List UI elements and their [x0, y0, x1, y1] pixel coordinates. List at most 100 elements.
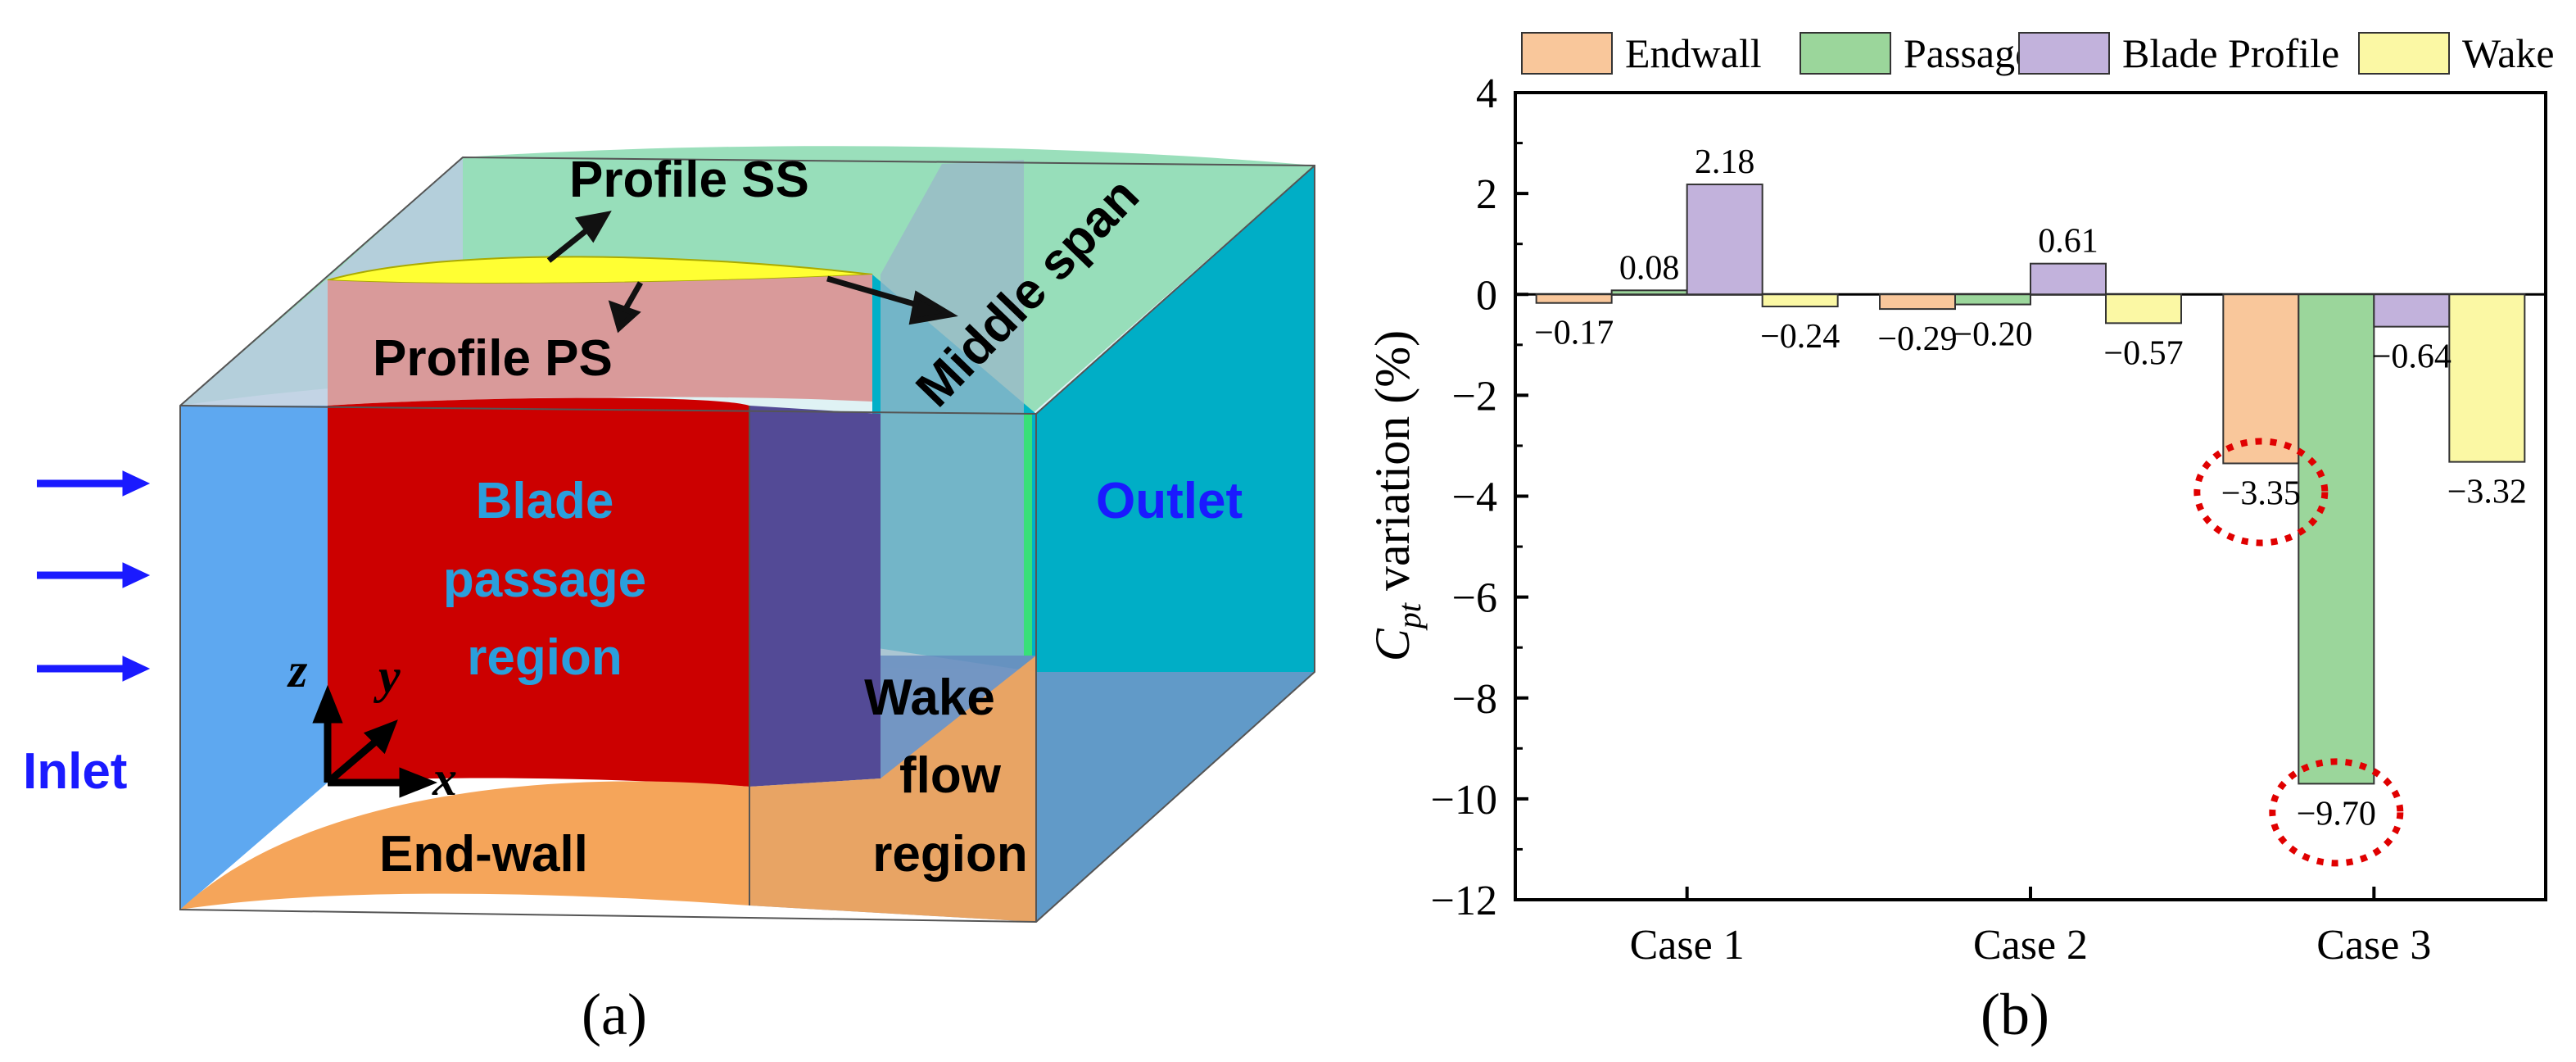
x-axis-label: x	[432, 751, 457, 806]
highlight-circle	[2269, 758, 2404, 867]
coordinate-axes	[312, 684, 438, 798]
x-tick-label: Case 3	[2316, 922, 2431, 969]
y-tick-label: 0	[1476, 272, 1497, 319]
inlet-arrow-head	[122, 656, 151, 682]
y-tick-label: 2	[1476, 171, 1497, 218]
bar-endwall	[1879, 293, 1956, 311]
data-label: 2.18	[1695, 143, 1755, 181]
y-axis-head	[363, 719, 398, 755]
wake-strip	[749, 406, 881, 787]
pointer-arrows	[546, 211, 958, 334]
blade-passage-label: Blade passage region	[443, 473, 646, 686]
y-tick-label: −4	[1452, 474, 1497, 521]
legend-swatch	[2358, 32, 2450, 75]
x-tick-label: Case 2	[1973, 922, 2088, 969]
y-axis-label-subscript: pt	[1391, 602, 1428, 631]
data-label: −3.32	[2447, 474, 2527, 511]
wake-region-label-line: flow	[899, 747, 1002, 804]
wake-endwall-face	[749, 656, 1036, 922]
wake-region-label-line: region	[872, 826, 1027, 883]
profile-ps-face	[328, 275, 872, 406]
profile-ss-pointer-head	[574, 211, 612, 243]
end-wall-label: End-wall	[379, 826, 588, 883]
profile-ps-pointer	[621, 281, 644, 313]
profile-ps-pointer-head	[608, 300, 641, 334]
data-label: −9.70	[2297, 795, 2376, 833]
highlight-circle	[2193, 438, 2329, 547]
y-tick-label: −6	[1452, 575, 1497, 622]
chart-highlight-circles	[2193, 438, 2404, 867]
legend-label: Blade Profile	[2122, 30, 2339, 76]
bar-blade-profile	[2030, 262, 2107, 296]
blade-passage-label-line: passage	[443, 551, 646, 608]
x-tick-label: Case 1	[1630, 922, 1745, 969]
bar-passage	[1610, 289, 1688, 296]
bar-passage	[1954, 293, 2031, 306]
legend-label: Wake	[2462, 30, 2555, 76]
profile-ps-label: Profile PS	[373, 330, 613, 387]
z-axis-label: z	[287, 643, 308, 697]
legend-swatch	[1521, 32, 1613, 75]
data-label: −0.57	[2103, 334, 2183, 372]
legend-label: Passage	[1904, 30, 2033, 76]
chart-legend: Endwall Passage Blade Profile Wake	[1521, 30, 2555, 76]
legend-swatch	[1800, 32, 1891, 75]
legend-swatch	[2018, 32, 2110, 75]
data-label: −0.17	[1534, 315, 1614, 352]
bar-blade-profile	[2373, 293, 2451, 328]
inlet-label: Inlet	[23, 743, 127, 800]
y-tick-label: −12	[1431, 878, 1497, 924]
inlet-arrow-head	[122, 470, 151, 497]
y-tick-label: −10	[1431, 777, 1497, 824]
bar-endwall	[1535, 293, 1613, 304]
bar-wake	[2448, 293, 2526, 463]
blade-passage-label-line: region	[467, 629, 622, 686]
blade-passage-label-line: Blade	[476, 473, 614, 529]
bar-blade-profile	[1686, 184, 1763, 296]
blade-passage-face	[328, 397, 749, 787]
chart-data-labels: −0.170.08 2.18 −0.24 −0.29−0.20 0.61 −0.57 −3.…	[1534, 143, 2527, 833]
y-axis-label-symbol: C	[1365, 628, 1419, 661]
bar-endwall	[2222, 293, 2300, 465]
data-label: 0.61	[2038, 223, 2098, 261]
inlet-arrow-head	[122, 562, 151, 588]
inlet-arrows	[37, 470, 151, 682]
data-label: −0.29	[1877, 320, 1957, 358]
chart-bars	[1535, 184, 2526, 785]
inlet-face	[180, 406, 328, 910]
middle-span-plane	[881, 160, 1024, 656]
endwall-face	[180, 781, 749, 910]
data-label: −0.24	[1760, 318, 1840, 356]
wake-region-label: Wake flow region	[864, 669, 1028, 883]
y-axis-line	[325, 736, 381, 786]
z-axis-head	[312, 684, 343, 724]
x-axis-head	[399, 767, 438, 798]
y-tick-label: −2	[1452, 373, 1497, 420]
y-axis-label: Cpt variation (%)	[1365, 330, 1428, 661]
data-label: −3.35	[2221, 474, 2301, 512]
panel-a-caption: (a)	[582, 982, 647, 1047]
wake-region-label-line: Wake	[864, 669, 995, 726]
y-tick-label: −8	[1452, 676, 1497, 723]
bar-wake	[2105, 293, 2182, 324]
data-label: −0.20	[1953, 316, 2032, 354]
data-label: −0.64	[2372, 338, 2452, 376]
y-axis-label-text: variation (%)	[1365, 330, 1419, 603]
bar-passage	[2298, 293, 2375, 785]
plot-frame	[1514, 91, 2547, 901]
middle-span-pointer-head	[908, 290, 958, 325]
panel-b-caption: (b)	[1981, 982, 2049, 1047]
panel-a-domain-illustration: Profile SS Profile PS Middle span Outlet…	[23, 146, 1315, 1047]
bar-wake	[1761, 293, 1839, 308]
box-edges	[179, 156, 1315, 924]
profile-ss-pointer	[546, 225, 592, 263]
legend-label: Endwall	[1625, 30, 1762, 76]
data-label: 0.08	[1619, 249, 1680, 287]
y-tick-label: 4	[1476, 70, 1497, 117]
profile-ss-label: Profile SS	[569, 152, 809, 208]
outlet-label: Outlet	[1096, 473, 1243, 529]
y-axis-label: y	[373, 649, 401, 703]
